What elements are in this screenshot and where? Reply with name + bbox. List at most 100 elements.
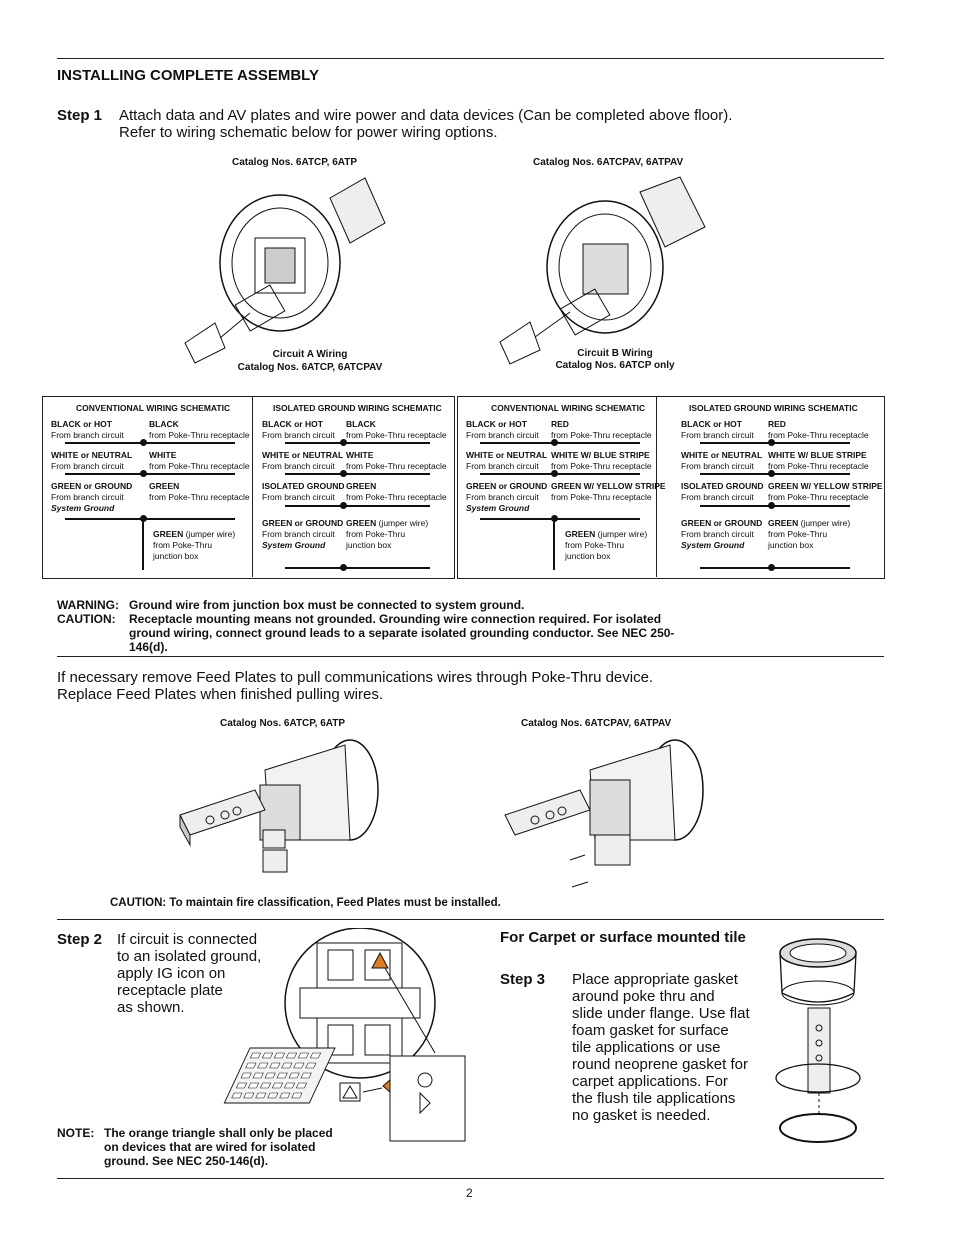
step2-line: receptacle plate — [117, 982, 223, 999]
step3-line: the flush tile applications — [572, 1090, 736, 1107]
splice-dot — [768, 439, 775, 446]
splice-dot — [340, 439, 347, 446]
gasket-poke-thru-illustration — [775, 938, 861, 1143]
note-line: ground. See NEC 250-146(d). — [104, 1154, 269, 1168]
wire-line — [700, 567, 850, 569]
circuit-b-caption-2: Catalog Nos. 6ATCP only — [555, 360, 675, 371]
section-rule — [57, 656, 884, 657]
step3-line: tile applications or use — [572, 1039, 721, 1056]
wire-line — [65, 442, 235, 444]
schematic-title: ISOLATED GROUND WIRING SCHEMATIC — [273, 403, 442, 413]
bottom-rule — [57, 1178, 884, 1179]
wire-line — [285, 473, 430, 475]
step3-line: carpet applications. For — [572, 1073, 728, 1090]
splice-dot — [340, 470, 347, 477]
circuit-a-caption-1: Circuit A Wiring — [272, 349, 348, 360]
top-right-catalog: Catalog Nos. 6ATCPAV, 6ATPAV — [533, 157, 684, 168]
step3-line: Place appropriate gasket — [572, 971, 738, 988]
schematic-title: CONVENTIONAL WIRING SCHEMATIC — [76, 403, 231, 413]
splice-dot — [340, 564, 347, 571]
wire-line — [700, 442, 850, 444]
wire-line — [700, 473, 850, 475]
circuit-a-caption-2: Catalog Nos. 6ATCP, 6ATCPAV — [237, 362, 383, 373]
caution-line-1: Receptacle mounting means not grounded. … — [129, 612, 662, 626]
divider — [252, 396, 253, 577]
feed-plate-left-illustration — [179, 739, 379, 873]
jumper-wire-line — [142, 518, 144, 570]
step3-label: Step 3 — [500, 971, 546, 988]
step2-line: apply IG icon on — [117, 965, 226, 982]
divider — [656, 396, 657, 577]
splice-dot — [140, 439, 147, 446]
section-rule — [57, 919, 884, 920]
wire-line — [285, 505, 430, 507]
note-line: on devices that are wired for isolated — [104, 1140, 316, 1154]
top-rule — [57, 58, 884, 59]
step3-line: no gasket is needed. — [572, 1107, 711, 1124]
wire-line — [700, 505, 850, 507]
top-left-catalog: Catalog Nos. 6ATCP, 6ATP — [232, 157, 358, 168]
step1-label: Step 1 — [57, 107, 103, 124]
page-number: 2 — [466, 1186, 473, 1200]
step2-line: as shown. — [117, 999, 185, 1016]
splice-dot — [551, 470, 558, 477]
step2-line: to an isolated ground, — [117, 948, 262, 965]
splice-dot — [768, 470, 775, 477]
step3-line: around poke thru and — [572, 988, 715, 1005]
feed-line-1: If necessary remove Feed Plates to pull … — [57, 669, 654, 686]
step2-line: If circuit is connected — [117, 931, 258, 948]
feed-left-catalog: Catalog Nos. 6ATCP, 6ATP — [220, 718, 346, 729]
schematic-title: CONVENTIONAL WIRING SCHEMATIC — [491, 403, 646, 413]
splice-dot — [140, 470, 147, 477]
step1-line1: Attach data and AV plates and wire power… — [119, 107, 733, 124]
caution-line-2: ground wiring, connect ground leads to a… — [129, 626, 675, 640]
splice-dot — [551, 439, 558, 446]
wire-line — [480, 442, 640, 444]
feed-plate-right-illustration — [504, 739, 704, 888]
feed-right-catalog: Catalog Nos. 6ATCPAV, 6ATPAV — [521, 718, 672, 729]
circuit-b-caption-1: Circuit B Wiring — [577, 348, 653, 359]
step3-heading: For Carpet or surface mounted tile — [500, 929, 746, 946]
wire-line — [480, 473, 640, 475]
section-title: INSTALLING COMPLETE ASSEMBLY — [57, 67, 319, 84]
warning-label: WARNING: — [57, 598, 119, 612]
note-label: NOTE: — [57, 1126, 95, 1140]
note-line: The orange triangle shall only be placed — [104, 1126, 333, 1140]
step3-line: foam gasket for surface — [572, 1022, 729, 1039]
poke-thru-circuit-a-illustration — [184, 177, 386, 364]
wire-line — [480, 518, 640, 520]
schematic-group-a — [42, 396, 455, 579]
wire-line — [65, 518, 235, 520]
wire-line — [285, 567, 430, 569]
splice-dot — [340, 502, 347, 509]
warning-text: Ground wire from junction box must be co… — [129, 598, 525, 612]
jumper-wire-line — [553, 518, 555, 570]
feed-line-2: Replace Feed Plates when finished pullin… — [57, 686, 384, 703]
step2-label: Step 2 — [57, 931, 103, 948]
